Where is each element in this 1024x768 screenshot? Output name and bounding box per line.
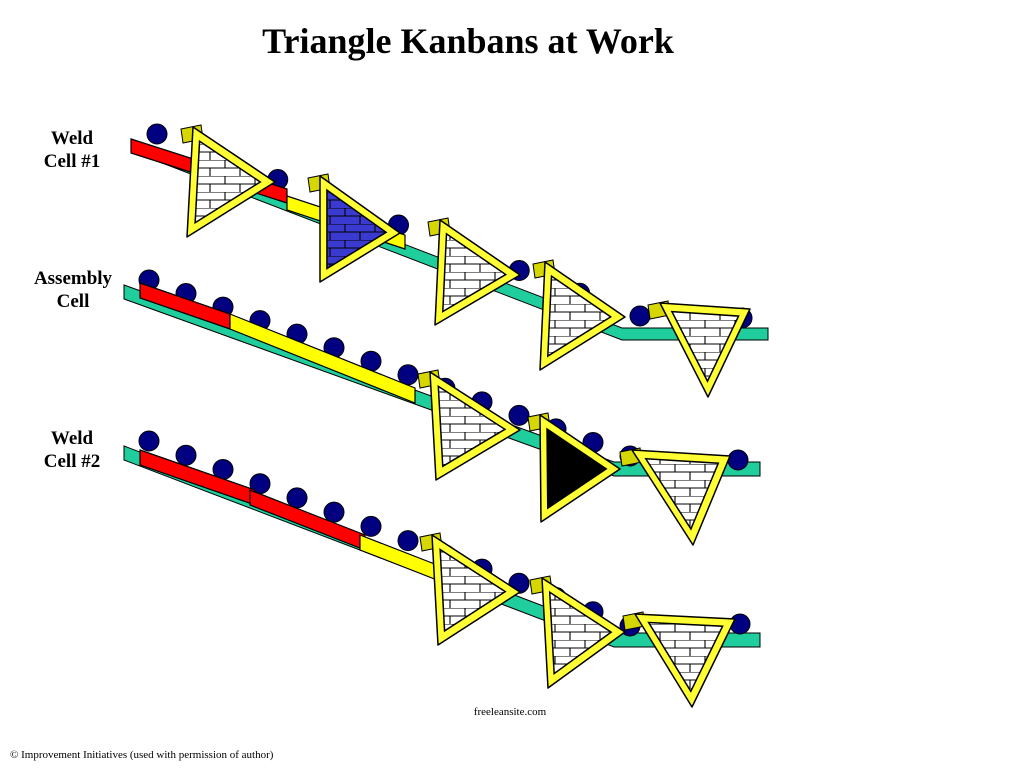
triangle-brick-lines <box>438 386 505 467</box>
triangle-brick-lines <box>442 233 506 312</box>
triangle-kanban-white <box>622 611 736 708</box>
red-bar <box>249 489 366 551</box>
triangle-kanban-white <box>427 217 521 326</box>
conveyor-line-weld-cell-2 <box>123 430 761 708</box>
red-bar <box>139 449 256 506</box>
triangle-brick-lines <box>671 311 739 382</box>
triangle-brick-lines <box>547 276 611 357</box>
triangle-kanban-white <box>529 575 626 689</box>
conveyor-line-weld-cell-1 <box>130 123 769 398</box>
triangle-kanban-white <box>419 532 521 646</box>
conveyor-line-assembly-cell <box>123 269 761 546</box>
triangle-brick-lines <box>645 458 719 530</box>
copyright-notice: © Improvement Initiatives (used with per… <box>10 749 274 761</box>
yellow-bar <box>229 313 416 404</box>
label-line-2: Cell #1 <box>43 151 101 172</box>
triangle-kanban-white <box>417 369 521 481</box>
part-ball <box>175 444 197 466</box>
part-ball <box>397 530 419 552</box>
triangle-kanban-black <box>527 412 621 523</box>
part-ball <box>360 515 382 537</box>
label-line-2: Cell <box>56 291 90 312</box>
part-ball <box>508 404 530 426</box>
part-ball <box>286 487 308 509</box>
part-ball <box>629 305 651 327</box>
label-weld-cell-1: Weld Cell #1 <box>17 127 127 173</box>
label-line-1: Assembly <box>33 268 113 289</box>
triangle-brick-lines <box>549 592 612 674</box>
conveyor-belt <box>123 284 761 477</box>
website-credit: freeleansite.com <box>473 706 547 718</box>
triangle-brick-lines <box>326 190 387 269</box>
label-weld-cell-2: Weld Cell #2 <box>17 427 127 473</box>
label-line-2: Cell #2 <box>43 451 101 472</box>
label-assembly-cell: Assembly Cell <box>18 267 128 313</box>
triangle-brick-lines <box>195 141 261 223</box>
label-line-1: Weld <box>50 428 94 449</box>
part-ball <box>323 501 345 523</box>
page-title: Triangle Kanbans at Work <box>262 21 674 61</box>
part-ball <box>727 449 749 471</box>
triangle-kanban-white <box>619 447 731 546</box>
triangle-kanban-white <box>647 300 751 398</box>
triangle-kanban-white <box>180 124 276 238</box>
triangle-kanban-blue <box>307 173 401 283</box>
part-ball <box>138 430 160 452</box>
triangle-inner <box>546 427 608 510</box>
label-line-1: Weld <box>50 128 94 149</box>
triangle-brick-lines <box>648 622 723 692</box>
triangle-kanban-white <box>532 259 626 371</box>
part-ball <box>146 123 168 145</box>
triangle-brick-lines <box>440 549 506 631</box>
